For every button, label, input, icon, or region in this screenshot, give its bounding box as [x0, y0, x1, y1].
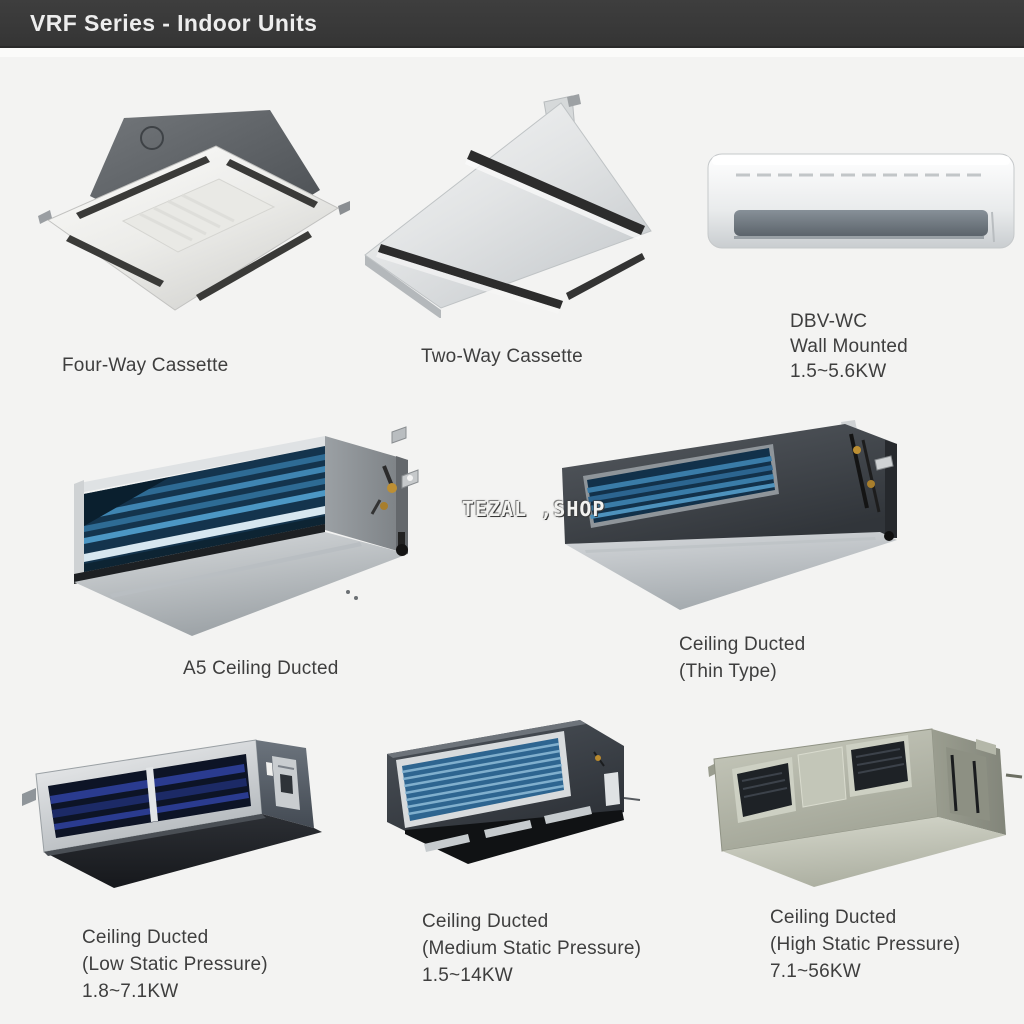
- label-line: Ceiling Ducted: [82, 927, 209, 948]
- label-ceiling-ducted-high: Ceiling Ducted (High Static Pressure) 7.…: [770, 904, 960, 985]
- label-ceiling-ducted-thin: Ceiling Ducted (Thin Type): [679, 631, 805, 685]
- ceiling-ducted-medium-photo: [387, 720, 641, 864]
- label-line: A5 Ceiling Ducted: [183, 658, 339, 679]
- label-wall-mounted: DBV-WC Wall Mounted 1.5~5.6KW: [790, 309, 908, 384]
- label-a5-ceiling-ducted: A5 Ceiling Ducted: [183, 655, 338, 682]
- four-way-cassette-photo: [38, 110, 350, 311]
- label-line: Wall Mounted: [790, 336, 908, 357]
- ceiling-ducted-thin-photo: [562, 420, 897, 610]
- header-bar: VRF Series - Indoor Units: [0, 0, 1024, 48]
- label-line: Ceiling Ducted: [679, 634, 806, 655]
- label-line: (Thin Type): [679, 661, 777, 682]
- label-line: Two-Way Cassette: [421, 346, 583, 367]
- a5-ceiling-ducted-photo: [74, 426, 419, 636]
- label-ceiling-ducted-medium: Ceiling Ducted (Medium Static Pressure) …: [422, 908, 641, 989]
- two-way-cassette-photo: [364, 94, 652, 318]
- label-line: Ceiling Ducted: [770, 907, 897, 928]
- header-divider: [0, 48, 1024, 57]
- label-two-way-cassette: Two-Way Cassette: [421, 343, 583, 370]
- label-line: (Medium Static Pressure): [422, 938, 642, 959]
- label-line: 1.5~14KW: [422, 965, 513, 986]
- label-line: Four-Way Cassette: [62, 355, 229, 376]
- page-title: VRF Series - Indoor Units: [30, 9, 318, 36]
- label-line: 7.1~56KW: [770, 961, 861, 982]
- label-line: Ceiling Ducted: [422, 911, 549, 932]
- label-four-way-cassette: Four-Way Cassette: [62, 352, 228, 379]
- tezal-shop-watermark: TEZAL ,SHOP: [462, 497, 606, 521]
- label-line: DBV-WC: [790, 311, 868, 332]
- ceiling-ducted-low-photo: [22, 739, 322, 888]
- label-line: 1.5~5.6KW: [790, 361, 887, 382]
- label-ceiling-ducted-low: Ceiling Ducted (Low Static Pressure) 1.8…: [82, 924, 268, 1005]
- label-line: (Low Static Pressure): [82, 954, 268, 975]
- wall-mounted-photo: [707, 153, 1015, 249]
- label-line: 1.8~7.1KW: [82, 981, 179, 1002]
- ceiling-ducted-high-photo: [708, 728, 1023, 887]
- label-line: (High Static Pressure): [770, 934, 961, 955]
